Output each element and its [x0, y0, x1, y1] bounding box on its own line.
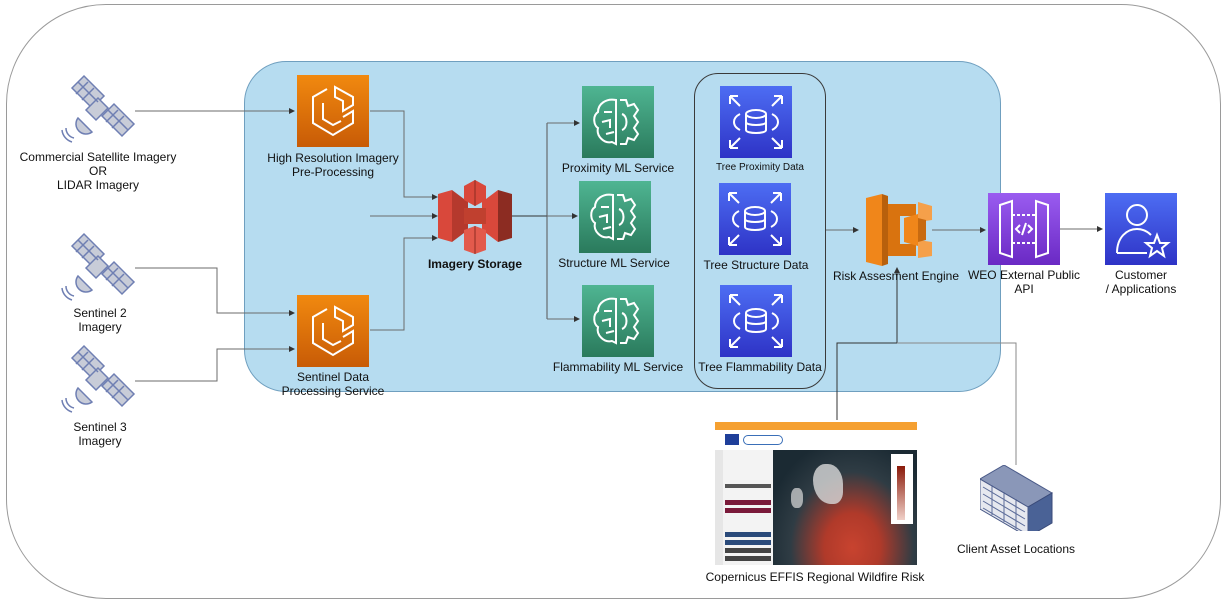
tree-flammability-data-label: Tree Flammability Data	[698, 360, 822, 374]
satellite-icon	[61, 74, 136, 143]
label-line: Sentinel Data	[296, 370, 370, 384]
data-center-icon	[980, 465, 1053, 531]
effis-nav-bar	[715, 430, 917, 450]
label-line: OR	[89, 164, 107, 178]
tree-proximity-data-node[interactable]	[720, 86, 792, 158]
connector-sentinel2-to-proc	[135, 267, 295, 316]
system-boundary	[6, 4, 1221, 599]
copernicus-logo	[743, 435, 783, 445]
tree-structure-data-label: Tree Structure Data	[703, 258, 809, 272]
user-star-icon	[1116, 204, 1171, 259]
tree-flammability-data-node[interactable]	[720, 285, 792, 357]
satellite-icon	[61, 344, 136, 413]
database-scale-icon	[728, 192, 782, 246]
ml-brain-gear-icon	[593, 98, 640, 146]
imagery-storage-label: Imagery Storage	[427, 257, 523, 271]
weo-api-node[interactable]	[988, 193, 1060, 265]
label-line: Commercial Satellite Imagery	[19, 150, 177, 164]
ecs-container-icon	[312, 305, 354, 357]
label-line: Sentinel 3	[73, 420, 127, 434]
effis-header-bar	[715, 422, 917, 430]
structure-ml-node[interactable]	[579, 181, 651, 253]
hires-preprocessing-node[interactable]	[297, 75, 369, 147]
source-label-sentinel3: Sentinel 3 Imagery	[40, 420, 160, 448]
label-line: Sentinel 2	[73, 306, 127, 320]
label-line: Imagery	[78, 320, 122, 334]
label-line: / Applications	[1105, 282, 1177, 296]
connector-effis-to-engine	[836, 267, 900, 420]
wildfire-map-screenshot	[715, 422, 917, 565]
flammability-ml-node[interactable]	[582, 285, 654, 357]
ecs-container-icon	[312, 85, 354, 137]
label-line: Processing Service	[281, 384, 385, 398]
connector-sentinel3-to-proc	[135, 346, 295, 382]
connector-proc-to-storage	[370, 235, 438, 331]
effis-label: Copernicus EFFIS Regional Wildfire Risk	[705, 570, 925, 584]
label-line: Pre-Processing	[291, 165, 375, 179]
client-assets-label: Client Asset Locations	[956, 542, 1076, 556]
satellite-icon	[61, 232, 136, 301]
tree-proximity-data-label: Tree Proximity Data	[716, 162, 804, 173]
connector-hires-to-storage	[370, 110, 438, 200]
label-line: WEO External Public	[967, 268, 1081, 282]
label-line: Imagery	[78, 434, 122, 448]
label-line: LIDAR Imagery	[56, 178, 140, 192]
weo-api-label: WEO External Public API	[962, 268, 1086, 296]
proximity-ml-label: Proximity ML Service	[561, 161, 675, 175]
label-line: API	[1014, 282, 1034, 296]
s3-bucket-icon[interactable]	[438, 180, 512, 254]
customer-node[interactable]	[1105, 193, 1177, 265]
flammability-ml-label: Flammability ML Service	[552, 360, 684, 374]
proximity-ml-node[interactable]	[582, 86, 654, 158]
ml-brain-gear-icon	[590, 193, 637, 241]
effis-sidebar	[723, 450, 773, 565]
api-gateway-icon	[999, 199, 1049, 259]
sentinel-processing-label: Sentinel Data Processing Service	[258, 370, 408, 398]
effis-map	[773, 450, 917, 565]
database-scale-icon	[729, 294, 783, 348]
eu-flag-icon	[725, 434, 739, 445]
tree-structure-data-node[interactable]	[719, 183, 791, 255]
effis-legend	[891, 454, 913, 524]
ecs-cluster-icon[interactable]	[860, 194, 934, 266]
ml-brain-gear-icon	[593, 297, 640, 345]
source-label-commercial: Commercial Satellite Imagery OR LIDAR Im…	[18, 150, 178, 192]
sentinel-processing-node[interactable]	[297, 295, 369, 367]
effis-toolbar	[715, 450, 723, 565]
connector-assets-to-engine	[897, 342, 1017, 465]
hires-preprocessing-label: High Resolution Imagery Pre-Processing	[258, 151, 408, 179]
source-label-sentinel2: Sentinel 2 Imagery	[40, 306, 160, 334]
database-scale-icon	[729, 95, 783, 149]
risk-engine-label: Risk Assesment Engine	[832, 269, 960, 283]
label-line: High Resolution Imagery	[267, 151, 399, 165]
data-store-group	[694, 73, 826, 389]
structure-ml-label: Structure ML Service	[558, 256, 670, 270]
customer-label: Customer / Applications	[1080, 268, 1202, 296]
label-line: Customer	[1114, 268, 1167, 282]
